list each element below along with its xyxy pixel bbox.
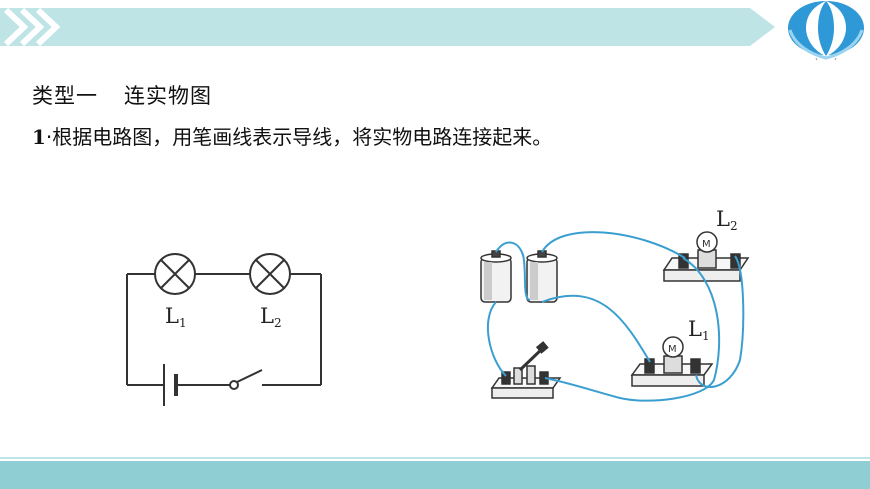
chevron-icon — [3, 7, 61, 47]
lamp-symbol-l2 — [249, 253, 291, 295]
knife-switch — [490, 341, 562, 399]
connecting-wires — [487, 231, 745, 402]
switch-symbol — [229, 369, 263, 390]
section-label: 类型一 — [32, 84, 98, 108]
battery-cell-right — [526, 250, 558, 303]
circuit-diagram — [126, 273, 322, 386]
physical-label-l2: L2 — [716, 207, 738, 233]
battery-cell-left — [480, 250, 512, 303]
hot-air-balloon-icon — [788, 1, 864, 60]
footer-divider — [0, 457, 870, 459]
bulb-mark-l1: M — [668, 344, 677, 355]
bulb-mark-l2: M — [702, 239, 711, 250]
diagram-label-l2: L2 — [260, 304, 282, 330]
question-text: 1·根据电路图，用笔画线表示导线，将实物电路连接起来。 — [32, 121, 552, 150]
lamp-symbol-l1 — [154, 253, 196, 295]
question-number: 1 — [32, 125, 46, 149]
question-body: 根据电路图，用笔画线表示导线，将实物电路连接起来。 — [52, 125, 553, 149]
question-bullet: · — [45, 125, 53, 149]
footer-band — [0, 461, 870, 489]
battery-symbol — [163, 364, 178, 406]
section-title: 类型一 连实物图 — [32, 80, 212, 110]
diagram-label-l1: L1 — [165, 304, 187, 330]
physical-label-l1: L1 — [688, 317, 710, 343]
top-banner — [0, 1, 864, 60]
lamp-board-l1: M — [630, 336, 714, 387]
section-subtitle: 连实物图 — [124, 84, 212, 108]
